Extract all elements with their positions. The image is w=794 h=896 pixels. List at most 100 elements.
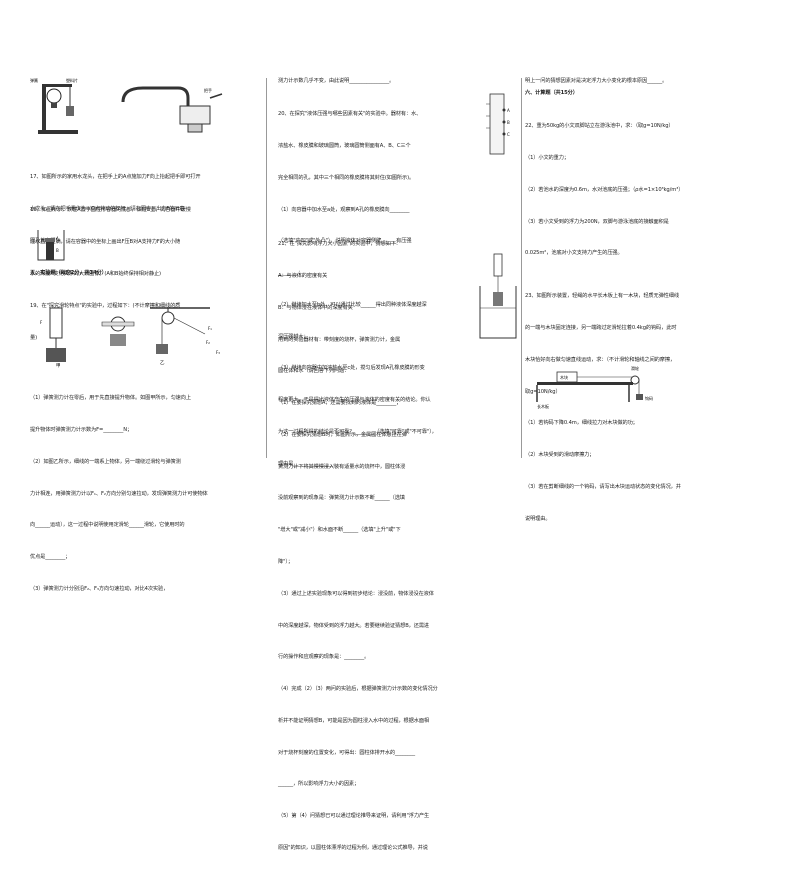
section-6-heading: 六、计算题（共15分）: [525, 90, 578, 96]
q19-line: 19、在"探究滑轮特点"的实验中，过程如下：(不计摩擦和细线的质: [30, 303, 181, 310]
svg-text:F₂: F₂: [206, 340, 210, 345]
q21-line: "增大"或"减小"）和水面不断______（选填"上升"或"下: [278, 527, 401, 534]
label-weight: 钩码: [645, 395, 653, 401]
q20-line: 浓盐水、橡皮膜和玻璃圆筒，玻璃圆筒侧面有A、B、C三个: [278, 142, 411, 149]
column-left: 弹簧 塑料片 把手 17、如图所示的家用水龙头，在把手上的A点施加力F向上抬起把…: [30, 0, 255, 592]
q19-text-line: 提升物体时弹簧测力计示数为F=________N；: [30, 426, 133, 433]
label-pulley: 滑轮: [631, 365, 639, 371]
q18-line: 水的深度h变化关系的大致图像。(A和B始终保持相对静止): [30, 270, 161, 277]
q22-line: 22、重为50kg的小文双脚站立在游泳池中，求：（取g=10N/kg）: [525, 123, 674, 130]
question-21: 21、在"探究影响浮力大小因素"的实验中，猜想如下： A：与液体的密度有关 B：…: [278, 218, 438, 896]
q19-text-line: 力计相连，用弹簧测力计以F₁、F₂方向分别匀速拉动，发现弹簧测力计可使物体: [30, 490, 208, 497]
q19-text-line: （2）如图乙所示，细线的一端系上物体，另一端绕过滑轮与弹簧测: [30, 458, 181, 465]
q20-line: 完全相同的孔，其中三个相同的橡皮膜将其封住(如图所示)。: [278, 174, 415, 181]
svg-text:F₃: F₃: [216, 350, 220, 355]
q21-line: ______，所以影响浮力大小的因素；: [278, 781, 360, 788]
board-pulley-figure: 木块 滑轮 钩码 长木板: [536, 365, 653, 409]
svg-text:B: B: [507, 120, 510, 125]
label-handle: 把手: [204, 87, 212, 93]
q18-line: 18、如图所示，铁柱A置于圆柱形容器的底部，铁柱B上，向容器中缓慢: [30, 207, 191, 214]
q23-line: 23、如图所示装置，轻绳的水平长木板上有一木块，轻质无弹性细线: [525, 293, 679, 300]
label-block: 木块: [560, 374, 568, 380]
q20-line: 为这一过程所得的结论是否可靠？________（选填"可靠"或"不可靠"），: [278, 429, 437, 435]
q20-line: （2）继续加水至b处，可以通过比较______得出同种液体深度越深: [278, 301, 427, 308]
pulley-experiment-figure: F F₁ F₂ F₃ 甲 乙: [40, 307, 220, 368]
q19-text-line: 优点是________；: [30, 554, 71, 561]
question-19: 19、在"探究滑轮特点"的实验中，过程如下：(不计摩擦和细线的质 量): [30, 280, 180, 365]
question-18: 18、如图所示，铁柱A置于圆柱形容器的底部，铁柱B上，向容器中缓慢 注水直至注满…: [30, 184, 191, 301]
q21-line: B：与物体浸在液体中的深度有关: [278, 304, 353, 311]
q23-line: 取g=10N/kg）: [525, 388, 561, 395]
q21-line: （5）第（4）问猜想已可以通过理论推导来证明，请利用"浮力产生: [278, 813, 430, 820]
q21-line: 对于烧杯刻度的位置变化，可得出：圆柱体排开水的________: [278, 749, 415, 756]
q18-line: 注水直至注满，请在容器中的坐标上画出F压B对A支持力F的大小随: [30, 238, 181, 245]
question-23: 23、如图所示装置，轻绳的水平长木板上有一木块，轻质无弹性细线 的一端与木块固定…: [525, 270, 681, 545]
label-jia: 甲: [56, 363, 61, 368]
q23-line: 说明理由。: [525, 515, 551, 522]
label-board: 长木板: [537, 403, 549, 409]
q21-line: 行的操作和应观察的现象是：________。: [278, 654, 370, 661]
svg-text:F: F: [40, 320, 43, 325]
svg-text:A: A: [507, 108, 510, 113]
column-divider: [521, 78, 522, 458]
q17-line: 17、如图所示的家用水龙头，在把手上的A点施加力F向上抬起把手即可打开: [30, 174, 201, 181]
q20-line: 理由是________________。: [278, 460, 339, 467]
q21-line: 析并不能证明猜想B，可能是因为圆柱浸入水中的过程，根据水面相: [278, 717, 429, 724]
question-22: 22、重为50kg的小文双脚站立在游泳池中，求：（取g=10N/kg） （1）小…: [525, 100, 683, 280]
q23-line: （2）木块受到的滑动摩擦力；: [525, 452, 595, 459]
q23-line: 的一端与木块固定连接，另一端跨过定滑轮拉着0.4kg的钩码，此时: [525, 324, 677, 331]
q21-line: 没前观察到的现象是：弹簧测力计示数不断______（选填: [278, 495, 405, 502]
q19-text-line: （1）弹簧测力计在零后，用于先直接提升物体。如图甲所示，匀速向上: [30, 395, 191, 402]
q21-line: （4）完成（2）（3）两问的实验后，根据弹簧测力计示数的变化情况分: [278, 686, 438, 693]
q20-line: 程度更大，于是得出液体产生的压强与液体的密度有关的结论。你认: [278, 397, 431, 404]
q23-line: 木块恰好向右做匀速直线运动，求：（不计滑轮和轴线之间的摩擦，: [525, 356, 676, 363]
q22-line: （2）若池水的深度为0.6m，水对池底的压强；（ρ水=1×10³kg/m³）: [525, 186, 684, 193]
q22-line: （3）若小文受到的浮力为200N，双脚与游泳池底的接触面积是: [525, 218, 669, 225]
pillar-figure: A B: [37, 230, 65, 261]
q22-line: （1）小文的重力；: [525, 154, 569, 161]
section-5-heading: 五、实验题（每空2分，共34分）: [30, 270, 107, 276]
spring-scale-figure: 弹簧 塑料片: [30, 77, 78, 134]
svg-text:A: A: [56, 236, 59, 241]
faucet-figure: 把手: [121, 86, 223, 133]
q20-line: （3）继续向容器中加浓盐水至c处，搅匀后发现A孔橡皮膜的形变: [278, 365, 425, 372]
q19-line: 量): [30, 334, 38, 341]
svg-text:B: B: [56, 248, 59, 253]
q19-text-line: 向______运动），这一过程中说明使用定滑轮______滑轮，它使用时的: [30, 522, 185, 529]
q19-conclusion: 测力计示数几乎不变，由此说明________________。: [278, 78, 395, 84]
label-yi: 乙: [160, 359, 165, 366]
q21-line: 用到的实验器材有：带刻度的烧杯，弹簧测力计，金属: [278, 336, 401, 343]
column-divider: [266, 78, 267, 458]
q20-line: ________；: [278, 270, 304, 277]
q20-line: 深压强越大；: [278, 333, 309, 340]
q21-line: 中的深度越深，物体受到的浮力越大。若要继续验证猜想B，还需进: [278, 622, 429, 629]
q21-line: 21、在"探究影响浮力大小因素"的实验中，猜想如下：: [278, 241, 401, 248]
q21-line: （1）在要探究猜想A，还需要找到的液体是________；: [278, 400, 402, 407]
q21-line: 原因"的知识，以圆柱体漂浮的过程为例，通过理论公式推导，并说: [278, 845, 428, 852]
q20-line: 20、在探究"液体压强与哪些因素有关"的实验中。器材有：水、: [278, 111, 422, 118]
question-20: 20、在探究"液体压强与哪些因素有关"的实验中。器材有：水、 浓盐水、橡皮膜和玻…: [278, 88, 478, 491]
q19-text-line: （3）弹簧测力计分别沿F₂、F₃方向匀速拉动，对比4次实验，: [30, 585, 169, 592]
q23-line: （3）若在剪断细线的一个钩码，请写出木块运动状态的变化情况，并: [525, 483, 681, 490]
q20-line: （1）向容器中加水至a处，观察到A孔的橡皮膜向________: [278, 206, 410, 213]
q23-line: （1）若钩码下降0.4m，细线拉力对木块做的功；: [525, 420, 638, 427]
column-right: 明上一问的猜想因素对是决定浮力大小变化的根本原因______。 六、计算题（共1…: [525, 0, 775, 560]
column-middle: 测力计示数几乎不变，由此说明________________。 20、在探究"液…: [278, 0, 521, 851]
q17-line: 水龙头，请在把手看作为以O点转动的杠杆，请在图中画出力F的示意: [30, 205, 185, 212]
q21-line: （3）通过上述实验现象可以得到初步结论：浸没前，物体浸没在液体: [278, 590, 434, 597]
q21-line: 簧测力计下将其慢慢浸入装有适量水的烧杯中，圆柱体浸: [278, 463, 406, 470]
svg-text:C: C: [507, 132, 510, 137]
q21-line: A：与液体的密度有关: [278, 272, 328, 279]
svg-text:F₁: F₁: [208, 326, 212, 331]
q21-line: 圆柱体和水（请回答下列问题：: [278, 368, 350, 375]
beaker-figure: [479, 253, 517, 339]
cylinder-figure: A B C: [486, 93, 510, 155]
q22-line: 0.025m²，池底对小文支持力产生的压强。: [525, 250, 623, 257]
q21-line: （2）在要探究猜想B时，如图所示，金属圆柱体悬挂在弹: [278, 431, 407, 438]
label-plastic: 塑料片: [66, 77, 78, 83]
q20-line: （选填"内凹"或"外凸"），说明液体对容器侧壁______有压强: [278, 238, 412, 245]
question-19-parts: （1）弹簧测力计在零后，用于先直接提升物体。如图甲所示，匀速向上 提升物体时弹簧…: [30, 372, 208, 637]
label-scale: 弹簧: [30, 77, 38, 83]
q21-line: 降"）；: [278, 559, 293, 565]
q21-continuation: 明上一问的猜想因素对是决定浮力大小变化的根本原因______。: [525, 78, 668, 84]
